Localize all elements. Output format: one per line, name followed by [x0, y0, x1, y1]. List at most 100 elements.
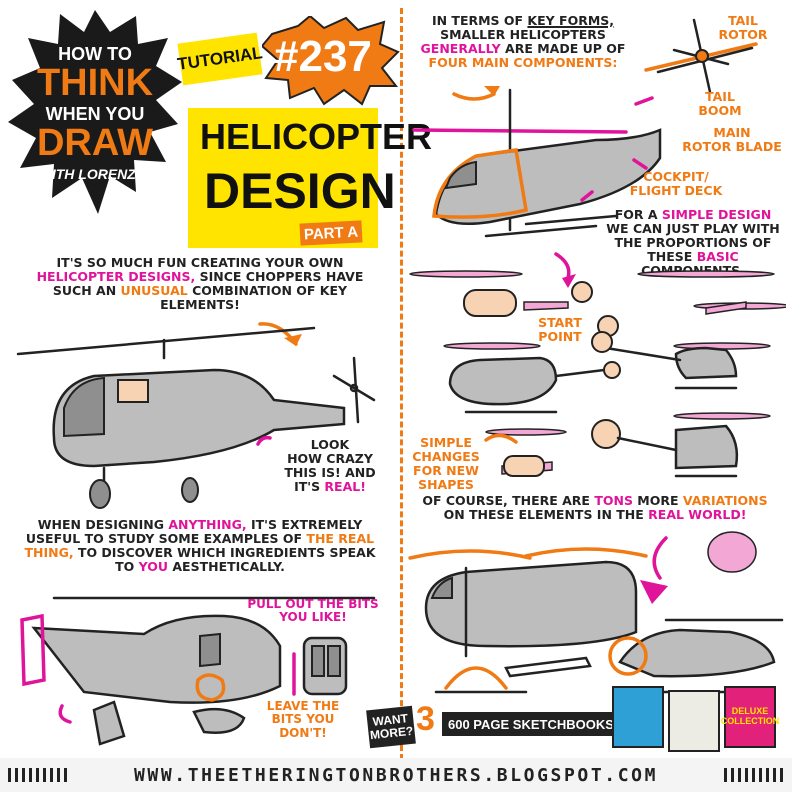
leave-line3: DON'T! — [279, 725, 327, 740]
intro-line3: SUCH AN UNUSUAL COMBINATION OF KEY — [14, 284, 386, 298]
intro-line2-rest: SINCE CHOPPERS HAVE — [195, 269, 364, 284]
magenta-arrow-boom — [634, 96, 654, 106]
magenta-arrow-rotor — [632, 158, 648, 170]
key-forms-line2: SMALLER HELICOPTERS — [440, 27, 606, 42]
sketchbook-cover-1[interactable] — [612, 686, 664, 748]
sd-line2: WE CAN JUST PLAY WITH — [606, 221, 780, 236]
orange-arrow-cockpit — [452, 92, 496, 101]
sketchbook-cover-2[interactable] — [668, 690, 720, 752]
tail-boom-line1: TAIL — [705, 89, 735, 104]
tutorial-logo: HOW TO THINK WHEN YOU DRAW WITH LORENZO! — [6, 8, 184, 218]
magenta-arrow-left — [58, 704, 72, 724]
sd-l1-a: FOR A — [614, 207, 662, 222]
pull-line1: PULL OUT THE BITS — [247, 597, 379, 611]
kf-l3-b: ARE MADE UP OF — [500, 41, 626, 56]
look-line4: IT'S REAL! — [274, 480, 386, 494]
magenta-outline-tail — [20, 613, 46, 687]
main-rotor-line2: ROTOR BLADE — [682, 139, 782, 154]
var-highlight-world: REAL WORLD! — [648, 507, 747, 522]
key-forms-text: IN TERMS OF KEY FORMS, SMALLER HELICOPTE… — [414, 14, 632, 70]
var-line2: ON THESE ELEMENTS IN THE REAL WORLD! — [404, 508, 786, 522]
logo-line2: THINK — [36, 62, 154, 104]
magenta-arrow-look — [256, 435, 272, 446]
sikorsky-helicopter-illustration — [16, 322, 376, 509]
basic-components-diagram — [409, 252, 786, 478]
footer-url[interactable]: WWW.THEETHERINGTONBROTHERS.BLOGSPOT.COM — [133, 764, 659, 786]
logo-line5: WITH LORENZO! — [38, 166, 152, 182]
sc-line2: CHANGES — [412, 449, 480, 464]
magenta-main-rotor — [412, 128, 628, 134]
kf-highlight-generally: GENERALLY — [420, 41, 501, 56]
logo-line3: WHEN YOU — [45, 104, 145, 124]
intro-highlight-unusual: UNUSUAL — [120, 283, 188, 298]
designing-l1-c: IT'S EXTREMELY — [246, 517, 363, 532]
intro-line3-c: COMBINATION OF KEY — [187, 283, 348, 298]
intro-line2: HELICOPTER DESIGNS, SINCE CHOPPERS HAVE — [14, 270, 386, 284]
four-components-helicopter — [412, 18, 758, 238]
var-l2-a: ON THESE ELEMENTS IN THE — [443, 507, 649, 522]
label-tail-boom: TAIL BOOM — [690, 90, 750, 118]
sd-line1: FOR A SIMPLE DESIGN — [600, 208, 786, 222]
var-l1-a: OF COURSE, THERE ARE — [422, 493, 595, 508]
designing-line4: TO YOU AESTHETICALLY. — [14, 560, 386, 574]
title-line2: DESIGN — [204, 163, 396, 219]
logo-line1: HOW TO — [58, 44, 132, 64]
sc-line1: SIMPLE — [420, 435, 472, 450]
var-line1: OF COURSE, THERE ARE TONS MORE VARIATION… — [404, 494, 786, 508]
cockpit-line1: COCKPIT/ — [643, 169, 709, 184]
want-more-badge[interactable]: WANT MORE? — [366, 705, 416, 749]
leave-note: LEAVE THE BITS YOU DON'T! — [260, 699, 346, 740]
label-tail-rotor: TAIL ROTOR — [708, 14, 778, 42]
orange-arrow-changes — [484, 433, 518, 444]
kf-l1-a: IN TERMS OF — [431, 13, 528, 28]
intro-line3-a: SUCH AN — [52, 283, 121, 298]
orange-outline-cockpit — [432, 148, 528, 219]
intro-line1: IT'S SO MUCH FUN CREATING YOUR OWN — [56, 255, 344, 270]
tail-rotor-line1: TAIL — [728, 13, 758, 28]
designing-l2-a: USEFUL TO STUDY SOME EXAMPLES OF — [25, 531, 307, 546]
tail-boom-line2: BOOM — [698, 103, 742, 118]
look-highlight-real: REAL! — [324, 479, 366, 494]
label-main-rotor: MAIN ROTOR BLADE — [682, 126, 782, 154]
sc-line4: SHAPES — [418, 477, 474, 492]
tutorial-tag-text: TUTORIAL — [176, 43, 264, 74]
look-note: LOOK HOW CRAZY THIS IS! AND IT'S REAL! — [274, 438, 386, 494]
intro-line4: ELEMENTS! — [160, 297, 240, 312]
pull-note: PULL OUT THE BITS YOU LIKE! — [238, 597, 388, 625]
var-highlight-variations: VARIATIONS — [682, 493, 768, 508]
pull-line2: YOU LIKE! — [279, 610, 347, 625]
sd-line3: THE PROPORTIONS OF — [614, 235, 772, 250]
tutorial-tag: TUTORIAL — [176, 32, 264, 86]
center-divider — [400, 8, 403, 760]
cockpit-line2: FLIGHT DECK — [629, 183, 723, 198]
start-point-line2: POINT — [538, 329, 582, 344]
magenta-arrow-cockpit — [580, 190, 594, 202]
sketchbook-cover-3[interactable]: DELUXE COLLECTION — [721, 686, 779, 748]
footer-bar: WWW.THEETHERINGTONBROTHERS.BLOGSPOT.COM — [0, 758, 792, 792]
designing-text: WHEN DESIGNING ANYTHING, IT'S EXTREMELY … — [14, 518, 386, 574]
designing-l4-c: AESTHETICALLY. — [168, 559, 285, 574]
label-cockpit: COCKPIT/ FLIGHT DECK — [620, 170, 732, 198]
variations-text: OF COURSE, THERE ARE TONS MORE VARIATION… — [404, 494, 786, 522]
deluxe-collection-text: DELUXE COLLECTION — [720, 706, 780, 726]
designing-highlight-thing: THING, — [24, 545, 74, 560]
designing-highlight-real: THE REAL — [306, 531, 375, 546]
sd-l4-a: THESE — [647, 249, 697, 264]
var-l1-c: MORE — [632, 493, 683, 508]
title-line1: HELICOPTER — [200, 116, 433, 157]
footer-stripes-left — [8, 768, 68, 782]
cutaway-helicopter-illustration — [20, 596, 376, 746]
intro-text: IT'S SO MUCH FUN CREATING YOUR OWN HELIC… — [14, 256, 386, 312]
designing-l1-a: WHEN DESIGNING — [37, 517, 169, 532]
orange-outline-bit — [195, 673, 226, 702]
main-rotor-line1: MAIN — [713, 125, 751, 140]
tutorial-number: #237 — [274, 32, 372, 81]
part-label: PART A — [299, 220, 363, 246]
simple-changes-note: SIMPLE CHANGES FOR NEW SHAPES — [410, 436, 482, 492]
variations-illustration — [408, 531, 784, 694]
footer-stripes-right — [724, 768, 784, 782]
designing-line1: WHEN DESIGNING ANYTHING, IT'S EXTREMELY — [14, 518, 386, 532]
sketchbooks-label[interactable]: 600 PAGE SKETCHBOOKS! — [442, 712, 625, 736]
leave-line1: LEAVE THE — [266, 699, 340, 713]
simple-design-text: FOR A SIMPLE DESIGN WE CAN JUST PLAY WIT… — [600, 208, 786, 278]
